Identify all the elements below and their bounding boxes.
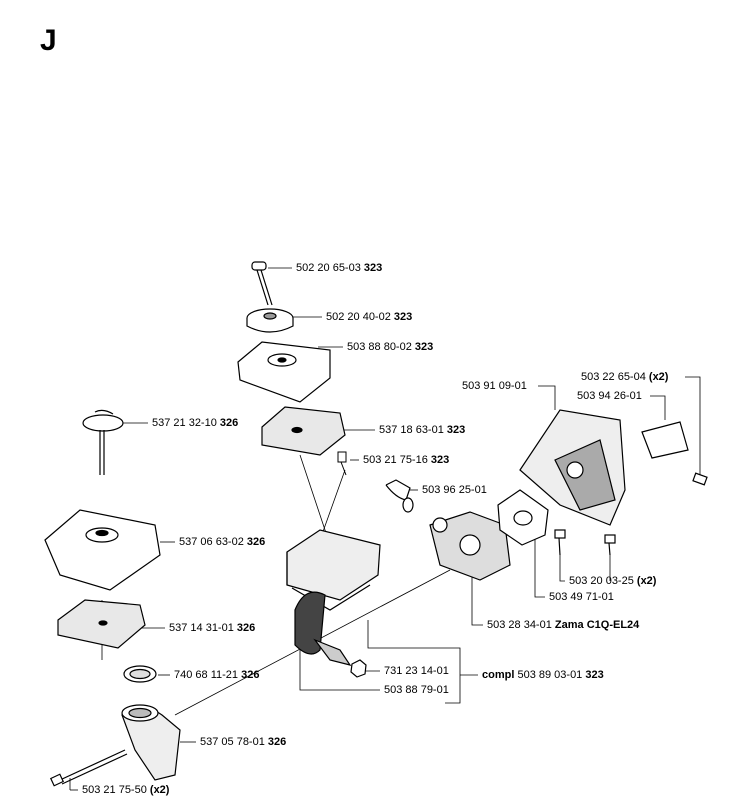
screws-right [554,529,616,556]
part-label: 503 22 65-04 (x2) [581,371,669,383]
gasket [497,489,549,546]
part-label: 503 21 75-50 (x2) [82,784,170,796]
sleeve [641,421,689,459]
part-label: 537 05 78-01 326 [200,736,287,748]
left-pad [57,599,146,649]
left-cover [44,509,161,591]
part-label: 537 14 31-01 326 [169,622,256,634]
part-label: 502 20 40-02 323 [326,311,413,323]
part-label: 503 21 75-16 323 [363,454,450,466]
handle [294,591,352,666]
part-label: 537 18 63-01 323 [379,424,466,436]
carb-housing [519,409,626,526]
part-label: 503 94 26-01 [577,390,642,402]
part-label: 503 28 34-01 Zama C1Q-EL24 [487,619,640,631]
nut [350,659,367,678]
part-label: 740 68 11-21 326 [174,669,260,681]
part-label: 503 49 71-01 [549,591,614,603]
section-letter: J [40,24,57,57]
part-label: 503 88 79-01 [384,684,449,696]
part-label: 502 20 65-03 323 [296,262,383,274]
ring [123,665,157,683]
clip [385,479,414,513]
filter-element [261,406,346,456]
part-label: 731 23 14-01 [384,665,449,677]
part-label: 537 21 32-10 326 [152,417,239,429]
part-label: 503 96 25-01 [422,484,487,496]
filter-cover [237,341,331,403]
small-part [692,472,708,486]
part-label: 503 88 80-02 323 [347,341,434,353]
bolt-top [251,261,273,306]
part-label: 537 06 63-02 326 [179,536,266,548]
part-label: 503 91 09-01 [462,380,527,392]
cap [82,409,124,475]
carburetor [429,511,511,581]
compl-label: compl 503 89 03-01 323 [482,669,604,681]
part-label: 503 20 03-25 (x2) [569,575,657,587]
knob [246,308,294,333]
long-bolt [49,749,128,787]
screw-small [337,451,347,476]
air-box [286,529,381,611]
intake-elbow [121,704,181,781]
